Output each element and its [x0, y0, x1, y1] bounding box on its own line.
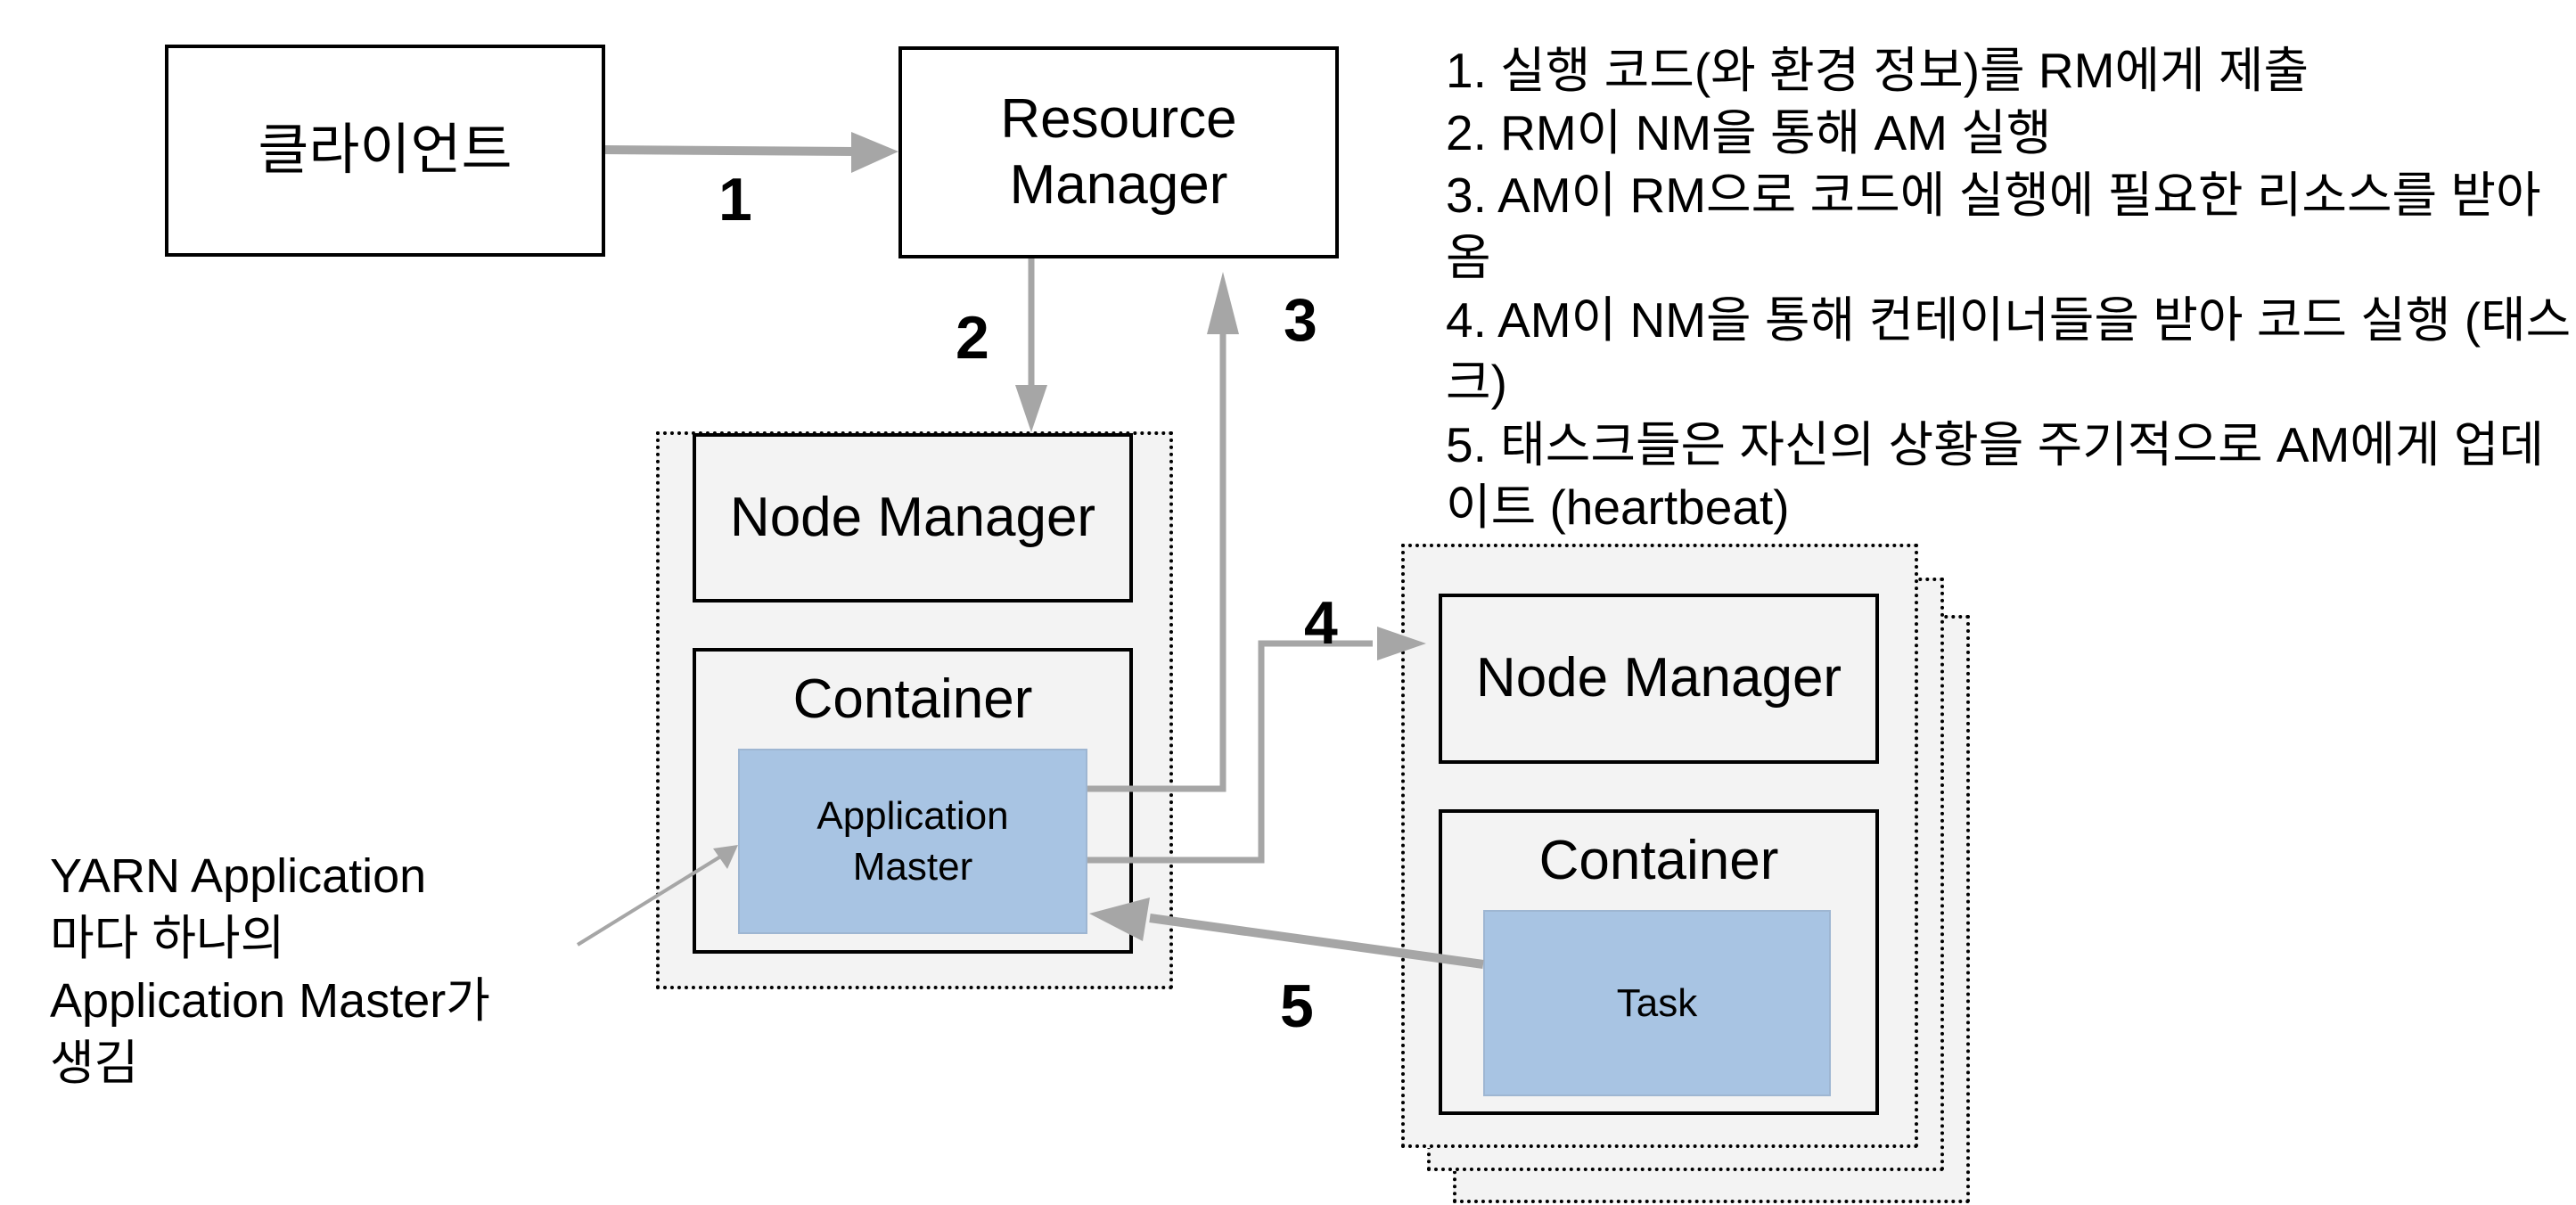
side-note-pointer-head — [713, 845, 738, 869]
application-master-box: Application Master — [738, 749, 1087, 934]
client-label: 클라이언트 — [258, 119, 513, 181]
step-number-1: 1 — [718, 166, 752, 234]
side-note-line3: Application Master가 — [50, 974, 490, 1028]
step-number-4: 4 — [1304, 589, 1338, 657]
client-box: 클라이언트 — [165, 45, 605, 257]
application-master-label-line1: Application — [816, 793, 1009, 838]
worker-container-label: Container — [1538, 830, 1779, 891]
arrow-5-line — [1149, 914, 1484, 969]
step-description-3: 3. AM이 RM으로 코드에 실행에 필요한 리소스를 받아옴 — [1446, 168, 2541, 285]
side-note-line2: 마다 하나의 — [50, 912, 285, 965]
side-note-line1: YARN Application — [50, 849, 427, 903]
arrow-4-line — [1087, 640, 1373, 864]
steps-description-list: 1. 실행 코드(와 환경 정보)를 RM에게 제출 2. RM이 NM을 통해… — [1446, 39, 2576, 538]
side-note: YARN Application 마다 하나의 Application Mast… — [50, 845, 490, 1094]
master-container-label: Container — [792, 668, 1033, 730]
arrow-5-head — [1089, 898, 1150, 941]
task-label: Task — [1616, 980, 1698, 1025]
resource-manager-box: Resource Manager — [898, 46, 1339, 258]
master-node-manager-label: Node Manager — [729, 486, 1096, 548]
step-number-5: 5 — [1280, 972, 1314, 1040]
step-number-3: 3 — [1284, 286, 1317, 354]
step-description-1: 1. 실행 코드(와 환경 정보)를 RM에게 제출 — [1446, 43, 2309, 98]
application-master-label-line2: Master — [852, 845, 973, 889]
side-note-line4: 생김 — [50, 1037, 139, 1090]
arrow-1-line — [604, 145, 857, 156]
arrow-4-head — [1377, 627, 1426, 660]
arrow-2-head — [1015, 385, 1047, 432]
worker-node-manager-box: Node Manager — [1439, 594, 1879, 764]
master-node-manager-box: Node Manager — [693, 433, 1133, 602]
step-description-2: 2. RM이 NM을 통해 AM 실행 — [1446, 105, 2052, 160]
arrow-3-line — [1087, 330, 1226, 792]
worker-node-manager-label: Node Manager — [1475, 647, 1842, 709]
arrow-1-head — [851, 132, 898, 173]
resource-manager-label-line2: Manager — [1009, 154, 1228, 216]
arrow-3-head — [1207, 272, 1239, 334]
task-box: Task — [1483, 910, 1831, 1096]
step-description-5: 5. 태스크들은 자신의 상황을 주기적으로 AM에게 업데이트 (heartb… — [1446, 417, 2545, 535]
resource-manager-label-line1: Resource — [1000, 87, 1237, 150]
step-number-2: 2 — [956, 304, 989, 372]
side-note-pointer-line — [576, 854, 724, 947]
step-description-4: 4. AM이 NM을 통해 컨테이너들을 받아 코드 실행 (태스크) — [1446, 292, 2572, 410]
